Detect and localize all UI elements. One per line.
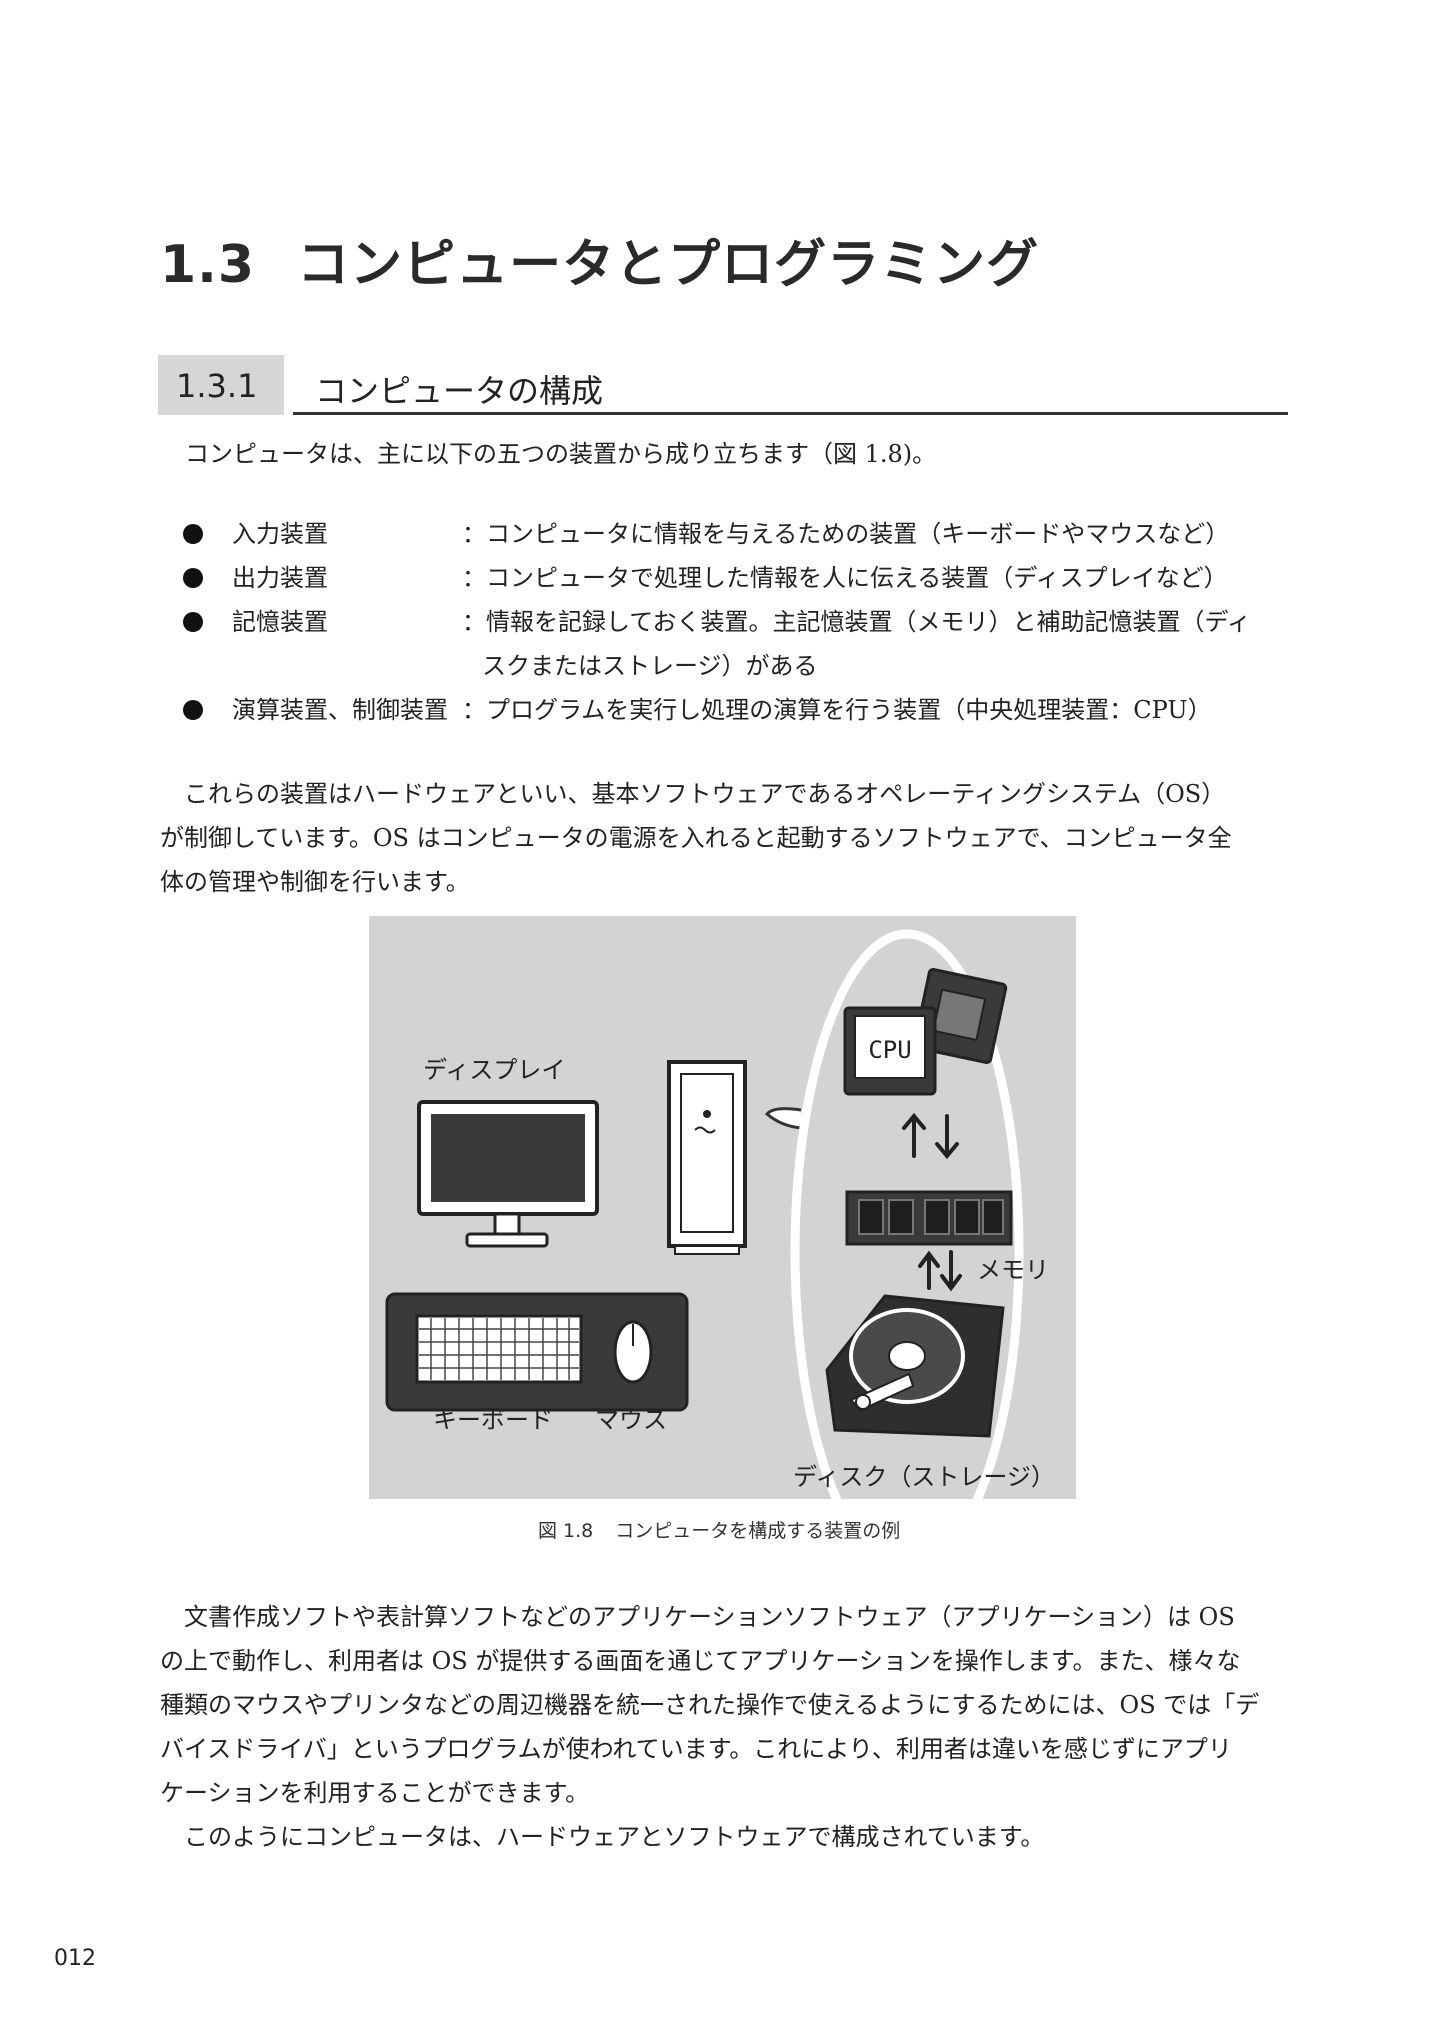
display-label: ディスプレイ: [423, 1056, 566, 1084]
device-term: 記憶装置: [232, 608, 328, 636]
memory-disk-arrows-icon: [918, 1250, 962, 1292]
computer-components-figure: CPU: [369, 916, 1076, 1499]
paragraph-line: 文書作成ソフトや表計算ソフトなどのアプリケーションソフトウェア（アプリケーション…: [160, 1603, 1235, 1631]
device-description: ：コンピュータで処理した情報を人に伝える装置（ディスプレイなど）: [462, 564, 1228, 592]
section-title: コンピュータの構成: [315, 372, 604, 410]
device-description: ：コンピュータに情報を与えるための装置（キーボードやマウスなど）: [462, 520, 1230, 548]
disk-drive-icon: [825, 1294, 1005, 1438]
device-term: 出力装置: [232, 564, 328, 592]
display-icon: [417, 1100, 599, 1248]
speech-bubble-tail: [764, 1107, 802, 1130]
section-number: 1.3.1: [176, 367, 258, 405]
paragraph-line: が制御しています。OS はコンピュータの電源を入れると起動するソフトウェアで、コ…: [160, 824, 1232, 852]
chapter-title-text: コンピュータとプログラミング: [297, 235, 1040, 295]
device-term: 演算装置、制御装置: [232, 696, 448, 724]
paragraph-line: このようにコンピュータは、ハードウェアとソフトウェアで構成されています。: [160, 1823, 1045, 1851]
device-description: ：プログラムを実行し処理の演算を行う装置（中央処理装置：CPU）: [462, 696, 1212, 724]
disk-label: ディスク（ストレージ）: [793, 1463, 1055, 1491]
cpu-chip-icon: CPU: [843, 968, 1008, 1096]
paragraph-line: 種類のマウスやプリンタなどの周辺機器を統一された操作で使えるようにするためには、…: [160, 1691, 1260, 1719]
bullet-icon: [183, 700, 203, 720]
cpu-memory-arrows-icon: [902, 1112, 959, 1160]
bullet-icon: [183, 524, 203, 544]
keyboard-mouse-icon: [385, 1292, 689, 1412]
paragraph-line: の上で動作し、利用者は OS が提供する画面を通じてアプリケーションを操作します…: [160, 1647, 1241, 1675]
paragraph-line: これらの装置はハードウェアといい、基本ソフトウェアであるオペレーティングシステム…: [160, 780, 1226, 808]
intro-text: コンピュータは、主に以下の五つの装置から成り立ちます（図 1.8)。: [185, 440, 937, 468]
device-term: 入力装置: [232, 520, 328, 548]
bullet-icon: [183, 612, 203, 632]
tower-pc-icon: [667, 1060, 747, 1255]
chapter-number: 1.3: [160, 235, 256, 295]
section-number-box: [158, 355, 284, 415]
figure-illustration: CPU: [385, 929, 1024, 1499]
figure-caption-text: コンピュータを構成する装置の例: [615, 1520, 901, 1542]
bullet-icon: [183, 568, 203, 588]
cpu-label: CPU: [868, 1036, 911, 1064]
device-description: ：情報を記録しておく装置。主記憶装置（メモリ）と補助記憶装置（ディ: [462, 608, 1251, 636]
page-number: 012: [54, 1946, 96, 1971]
mouse-label: マウス: [595, 1406, 667, 1434]
figure-caption: 図 1.8 コンピュータを構成する装置の例: [538, 1516, 900, 1543]
figure-caption-number: 図 1.8: [538, 1520, 594, 1542]
memory-module-icon: [845, 1190, 1013, 1246]
paragraph-line: ケーションを利用することができます。: [160, 1779, 590, 1807]
memory-label: メモリ: [977, 1256, 1049, 1284]
chapter-title: 1.3 コンピュータとプログラミング: [160, 222, 1039, 297]
section-underline: [293, 412, 1288, 415]
keyboard-label: キーボード: [433, 1406, 553, 1434]
paragraph-line: バイスドライバ」というプログラムが使われています。これにより、利用者は違いを感じ…: [160, 1735, 1232, 1763]
paragraph-line: 体の管理や制御を行います。: [160, 868, 470, 896]
device-description-continued: スクまたはストレージ）がある: [482, 652, 818, 680]
storage-group-oval: [790, 929, 1024, 1499]
